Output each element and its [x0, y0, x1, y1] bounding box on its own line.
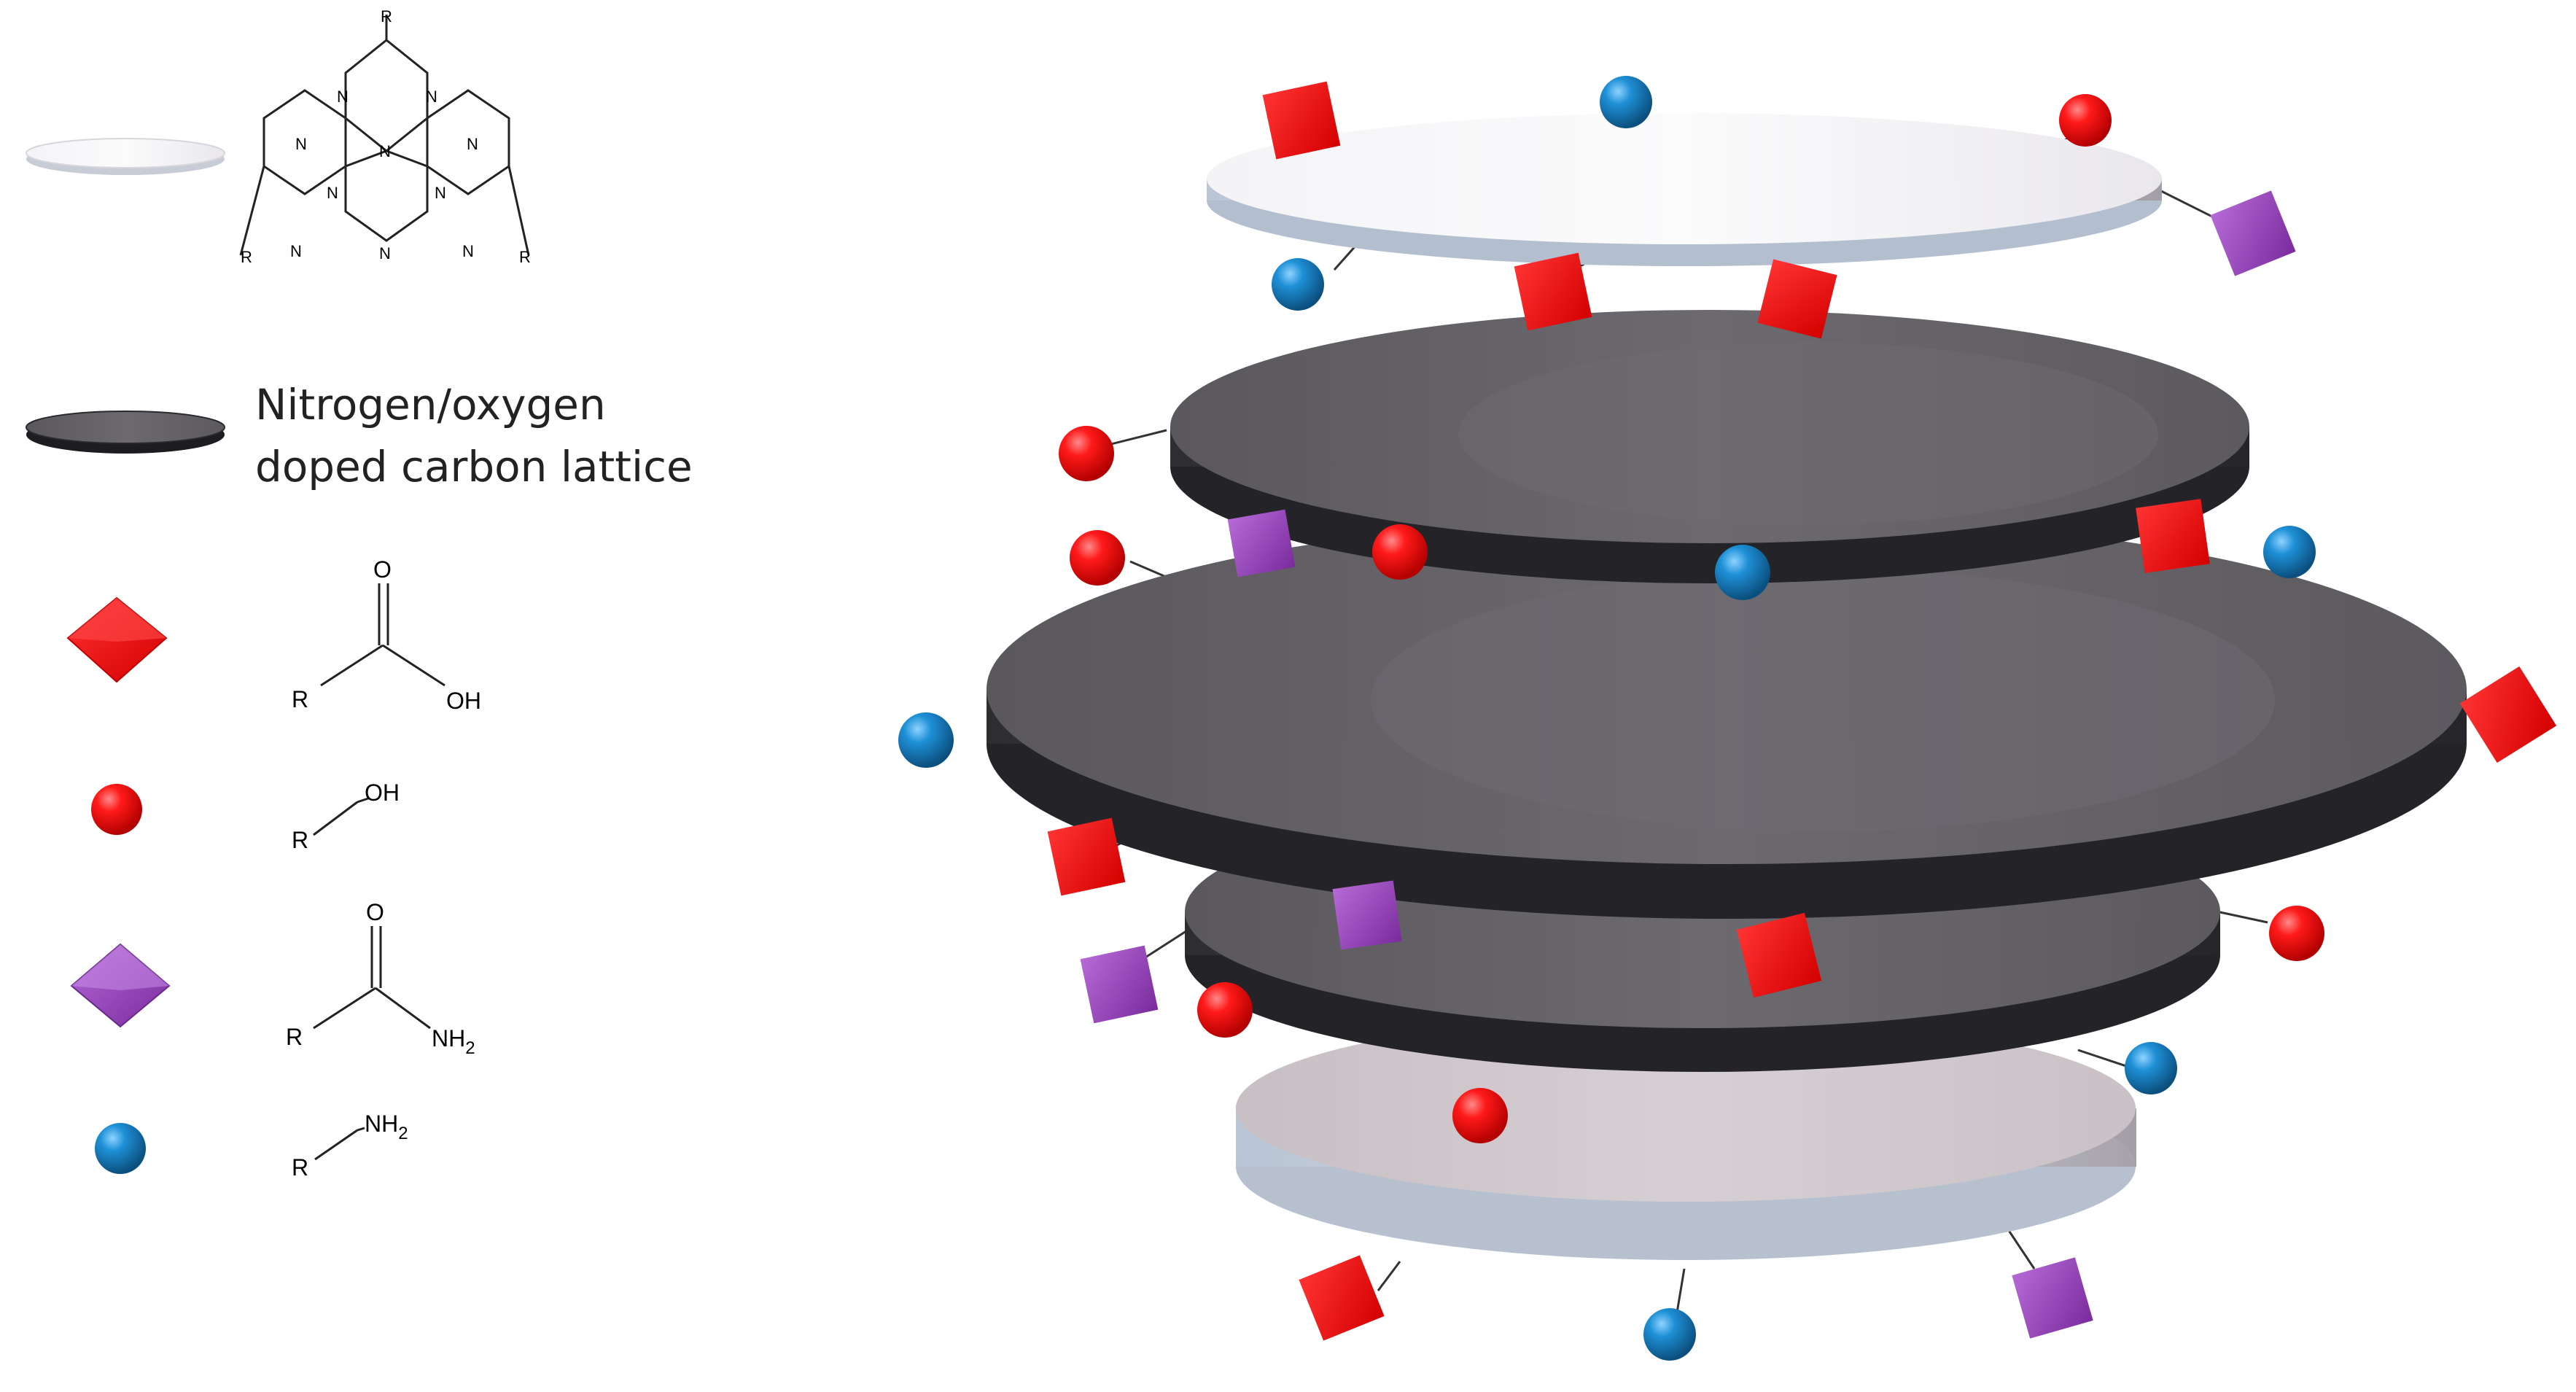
amine-group	[2125, 1042, 2177, 1094]
legend-row-carbon-lattice: Nitrogen/oxygen doped carbon lattice	[26, 380, 693, 491]
triazine-labels: R N N N N N N N N N N R R	[241, 7, 531, 266]
hydroxyl-oh: OH	[365, 779, 400, 806]
amide-nh-text: NH	[432, 1025, 465, 1051]
amine-group	[1600, 76, 1652, 128]
carboxyl-o: O	[373, 556, 392, 583]
legend-row-amine: R NH2	[95, 1111, 408, 1181]
hydroxyl-r: R	[292, 827, 308, 853]
hydroxyl-group	[1059, 426, 1114, 481]
atom-r-left: R	[241, 248, 252, 266]
carboxyl-group	[1262, 81, 1341, 160]
carboxyl-group	[1757, 259, 1837, 339]
hydroxyl-group	[1372, 524, 1428, 580]
atom-n-7: N	[435, 184, 446, 202]
red-diamond-icon	[66, 596, 168, 683]
amide-group	[1080, 945, 1159, 1024]
amide-nh-subscript: 2	[465, 1038, 475, 1058]
carboxyl-structure	[320, 583, 445, 687]
amine-nh-text: NH	[365, 1111, 398, 1137]
carboxyl-group	[1047, 817, 1126, 896]
atom-n-1: N	[337, 88, 349, 106]
dark-sheet-upper	[1170, 310, 2249, 583]
hydroxyl-group	[1070, 530, 1125, 586]
hydroxyl-group	[2269, 906, 2324, 961]
atom-n-9: N	[290, 242, 302, 260]
amine-group	[1272, 258, 1324, 311]
legend: R N N N N N N N N N N R R Nitrogen/oxyge…	[26, 7, 693, 1181]
atom-n-4: N	[295, 135, 307, 153]
atom-r-right: R	[519, 248, 531, 266]
amine-nh: NH2	[365, 1111, 408, 1143]
hydroxyl-group	[1197, 982, 1253, 1038]
light-sheet-top	[1207, 113, 2162, 266]
atom-n-8: N	[379, 244, 391, 263]
triazine-structure	[239, 15, 530, 256]
carboxyl-group	[1736, 912, 1822, 998]
carboxyl-group	[2136, 499, 2210, 573]
atom-n-3: N	[379, 142, 391, 160]
amine-nh-subscript: 2	[398, 1124, 408, 1143]
carboxyl-r: R	[292, 686, 308, 712]
legend-row-hydroxyl: R OH	[91, 779, 400, 853]
carboxyl-group	[2459, 666, 2557, 763]
dark-sheet-middle	[987, 514, 2467, 919]
amide-group	[2210, 190, 2296, 276]
atom-n-10: N	[462, 242, 474, 260]
light-disc-icon	[26, 138, 225, 175]
carboxyl-oh: OH	[446, 688, 481, 714]
legend-row-amide: R O NH2	[70, 899, 475, 1058]
amine-group	[2263, 526, 2316, 578]
carbon-dot-stack	[898, 76, 2557, 1361]
atom-n-5: N	[467, 135, 478, 153]
amine-group	[898, 712, 954, 768]
hydroxyl-structure	[313, 797, 369, 836]
amine-structure	[314, 1127, 365, 1161]
legend-row-graphitic-carbon-nitride: R N N N N N N N N N N R R	[26, 7, 531, 266]
dark-disc-icon	[26, 411, 225, 454]
red-sphere-icon	[91, 784, 142, 835]
amide-r: R	[286, 1024, 303, 1050]
amide-group	[1332, 880, 1402, 950]
carboxyl-group	[1514, 252, 1592, 331]
front-substituents	[898, 76, 2557, 1361]
blue-sphere-icon	[95, 1123, 146, 1174]
amide-nh: NH2	[432, 1025, 475, 1058]
amine-group	[1643, 1308, 1696, 1361]
carbon-lattice-label-line2: doped carbon lattice	[255, 442, 693, 491]
amide-o: O	[366, 899, 384, 925]
carboxyl-group	[1299, 1255, 1385, 1341]
amine-r: R	[292, 1154, 308, 1181]
amide-structure	[313, 926, 431, 1030]
legend-row-carboxyl: R O OH	[66, 556, 481, 714]
amide-group	[2012, 1257, 2093, 1339]
carbon-lattice-label-line1: Nitrogen/oxygen	[255, 380, 606, 429]
atom-n-6: N	[327, 184, 338, 202]
amide-group	[1227, 509, 1296, 578]
hydroxyl-group	[2059, 94, 2112, 147]
atom-r-top: R	[381, 7, 392, 26]
hydroxyl-group	[1452, 1088, 1508, 1143]
atom-n-2: N	[426, 88, 437, 106]
amine-group	[1715, 545, 1770, 600]
purple-diamond-icon	[70, 943, 171, 1028]
